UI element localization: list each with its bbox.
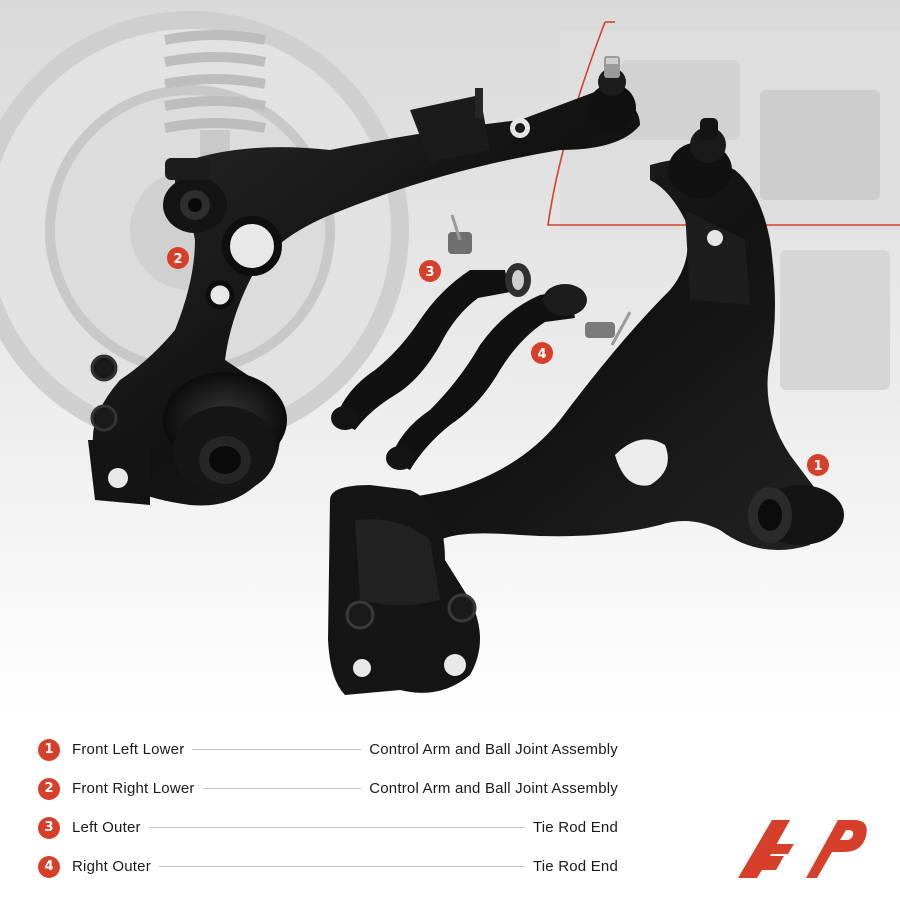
legend-part: Tie Rod End [532,819,618,836]
legend-part: Tie Rod End [532,858,618,875]
badge-2: 2 [167,247,189,269]
legend-number: 4 [38,855,60,878]
control-arm-right [88,56,641,506]
legend-divider [148,827,525,828]
legend-row-2: 2 Front Right Lower Control Arm and Ball… [38,769,618,808]
badge-1: 1 [807,454,829,476]
tie-rod-left [331,214,531,430]
control-arm-left [328,118,844,695]
parts-legend: 1 Front Left Lower Control Arm and Ball … [38,730,618,886]
legend-position: Left Outer [72,819,141,836]
legend-row-4: 4 Right Outer Tie Rod End [38,847,618,886]
brand-logo-icon [738,820,867,878]
legend-part: Control Arm and Ball Joint Assembly [369,741,618,758]
tie-rod-right [386,284,632,470]
legend-divider [158,866,525,867]
legend-part: Control Arm and Ball Joint Assembly [369,780,618,797]
svg-text:2: 2 [173,252,182,267]
product-illustration: 1 2 3 4 [0,0,900,715]
legend-position: Front Left Lower [72,741,185,758]
svg-text:4: 4 [537,347,546,362]
legend-number: 1 [38,738,60,761]
legend-position: Right Outer [72,858,151,875]
legend-row-1: 1 Front Left Lower Control Arm and Ball … [38,730,618,769]
svg-text:3: 3 [425,265,434,280]
legend-number: 3 [38,816,60,839]
svg-text:1: 1 [813,459,822,474]
legend-divider [202,788,362,789]
legend-divider [192,749,362,750]
badge-4: 4 [531,342,553,364]
legend-number: 2 [38,777,60,800]
legend-row-3: 3 Left Outer Tie Rod End [38,808,618,847]
badge-3: 3 [419,260,441,282]
legend-position: Front Right Lower [72,780,195,797]
